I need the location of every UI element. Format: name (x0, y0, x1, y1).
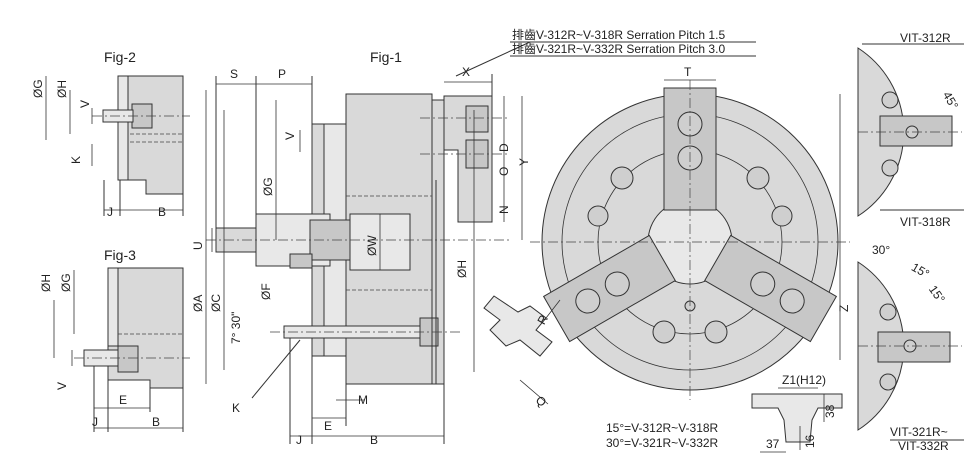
fig3-dim-H: ØH (39, 274, 53, 292)
fig1-dim-H: ØH (455, 260, 469, 278)
fig1-dim-J: J (296, 433, 302, 447)
fig1-title: Fig-1 (370, 49, 402, 65)
front-dim-T: T (684, 65, 692, 79)
fig3-title: Fig-3 (104, 247, 136, 263)
fig2-dim-B: B (158, 205, 166, 219)
fig1-dim-O: O (497, 167, 511, 176)
angle-15-a: 15° (909, 260, 932, 281)
t-slot-dim-16: 16 (803, 434, 817, 448)
fig1-angle-7-30: 7° 30" (229, 312, 243, 344)
fig3-dim-J: J (92, 415, 98, 429)
serration-notes: 排齒V-312R~V-318R Serration Pitch 1.5 排齒V-… (510, 28, 756, 57)
fig1-dim-S: S (230, 67, 238, 81)
fig1-dim-P: P (278, 67, 286, 81)
angle-note-1: 15°=V-312R~V-318R (606, 421, 719, 435)
fig3-dim-G: ØG (59, 273, 73, 292)
t-slot-dim-38: 38 (823, 404, 837, 418)
fig1-dim-E: E (324, 419, 332, 433)
t-slot-dim-Z1: Z1(H12) (782, 373, 826, 387)
fig1-dim-N: N (497, 205, 511, 214)
model-label-332R: VIT-332R (898, 439, 949, 453)
fig1-dim-D: D (497, 143, 511, 152)
angle-30: 30° (872, 243, 890, 257)
fig3-dim-V: V (55, 382, 69, 390)
model-label-321R: VIT-321R~ (890, 425, 948, 439)
fig1-dim-A: ØA (191, 295, 205, 312)
serration-dim-Q: Q (533, 393, 549, 410)
t-slot-dim-37: 37 (766, 437, 780, 451)
fig1-dim-M: M (358, 393, 368, 407)
fig2-dim-H: ØH (55, 80, 69, 98)
fig2-dim-K: K (69, 156, 83, 164)
fig1-dim-K: K (232, 401, 240, 415)
fig3-dim-B: B (152, 415, 160, 429)
front-dim-Z: Z (837, 305, 851, 312)
fig2-jaw-detail: Fig-2 ØG ØH V K J B (31, 49, 190, 219)
partial-view-321R-332R: 30° 15° 15° VIT-321R~ VIT-332R (857, 243, 964, 453)
fig1-section-view: Fig-1 (191, 41, 531, 447)
fig1-dim-C: ØC (209, 294, 223, 312)
fig1-dim-W: ØW (365, 235, 379, 256)
serration-detail: R Q (483, 295, 561, 410)
fig1-dim-Y: Y (517, 158, 531, 166)
fig1-dim-X: X (462, 65, 470, 79)
model-label-312R: VIT-312R (900, 31, 951, 45)
fig1-dim-V: V (283, 132, 297, 140)
fig3-dim-E: E (119, 393, 127, 407)
fig1-dim-F: ØF (259, 283, 273, 300)
chuck-front-view: T Z (530, 65, 851, 400)
angle-45: 45° (940, 89, 961, 112)
fig3-jaw-detail: Fig-3 ØH ØG V E J B (39, 247, 190, 432)
serration-note-2: 排齒V-321R~V-332R Serration Pitch 3.0 (512, 42, 725, 56)
fig1-dim-U: U (191, 241, 205, 250)
fig2-title: Fig-2 (104, 49, 136, 65)
fig2-dim-J: J (107, 205, 113, 219)
angle-note-2: 30°=V-321R~V-332R (606, 436, 719, 450)
fig2-dim-V: V (78, 100, 92, 108)
partial-view-312R-318R: VIT-312R VIT-318R 45° (857, 31, 964, 229)
t-slot-detail: Z1(H12) 37 16 38 (751, 373, 843, 453)
angle-15-b: 15° (926, 283, 948, 306)
fig1-dim-G: ØG (261, 177, 275, 196)
model-label-318R: VIT-318R (900, 215, 951, 229)
angle-notes: 15°=V-312R~V-318R 30°=V-321R~V-332R (606, 421, 719, 450)
fig2-dim-G: ØG (31, 79, 45, 98)
fig1-dim-B: B (370, 433, 378, 447)
serration-note-1: 排齒V-312R~V-318R Serration Pitch 1.5 (512, 28, 725, 42)
